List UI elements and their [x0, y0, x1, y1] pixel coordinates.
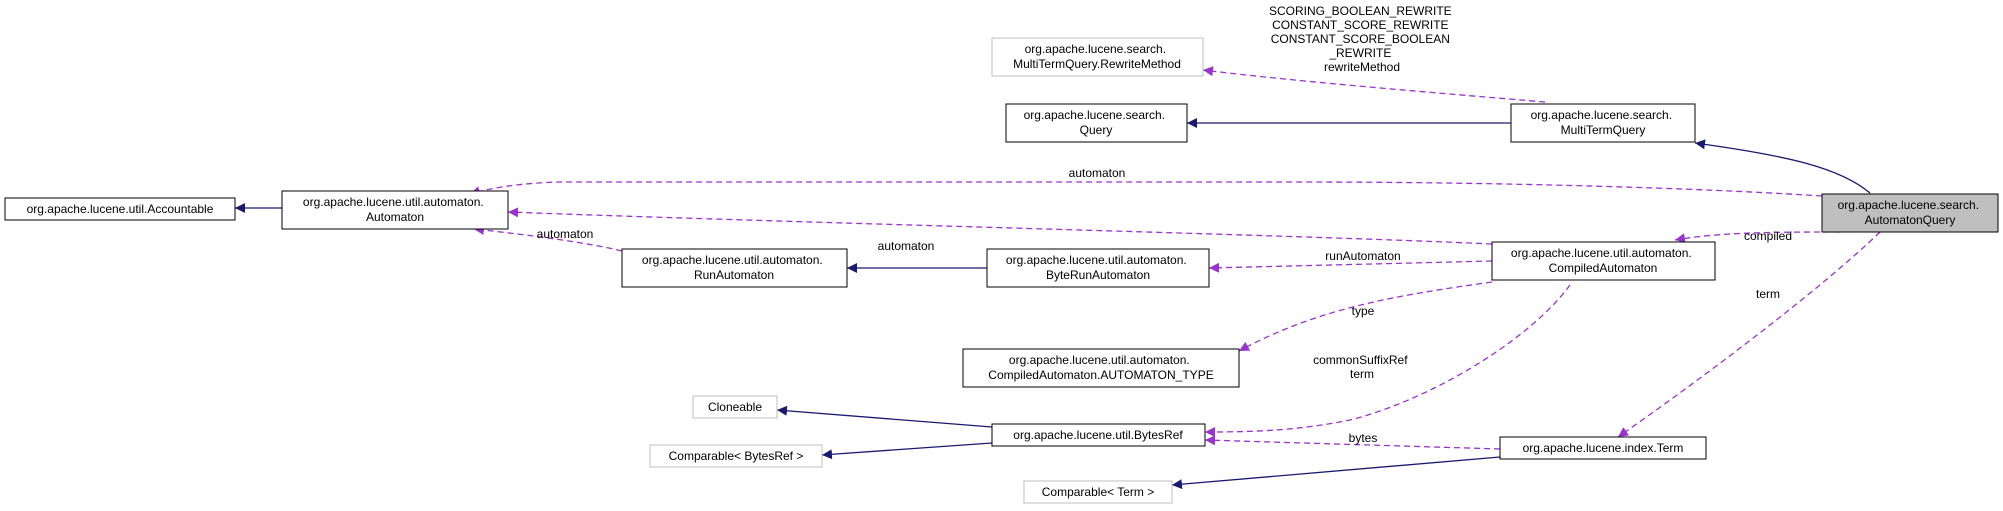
edge-label-type: type [1352, 304, 1375, 318]
edge-labels: SCORING_BOOLEAN_REWRITE CONSTANT_SCORE_R… [537, 4, 1792, 445]
node-automaton[interactable]: org.apache.lucene.util.automaton. Automa… [281, 190, 509, 230]
node-comparable-bytesref[interactable]: Comparable< BytesRef > [649, 444, 823, 468]
node-cloneable[interactable]: Cloneable [692, 395, 778, 419]
svg-text:org.apache.lucene.util.Account: org.apache.lucene.util.Accountable [27, 202, 214, 216]
svg-text:org.apache.lucene.search.: org.apache.lucene.search. MultiTermQuery… [1013, 42, 1181, 71]
edge-automatonquery-to-term [1617, 231, 1881, 438]
svg-text:org.apache.lucene.index.Term: org.apache.lucene.index.Term [1523, 441, 1684, 455]
svg-text:org.apache.lucene.search.: org.apache.lucene.search. MultiTermQuery [1531, 108, 1676, 137]
nodes: org.apache.lucene.search. MultiTermQuery… [4, 37, 1999, 504]
edge-bytesref-to-comparable-bytesref [821, 442, 993, 460]
edges [235, 66, 1881, 490]
edge-label-rewrite-method: SCORING_BOOLEAN_REWRITE CONSTANT_SCORE_R… [1269, 4, 1455, 74]
edge-compiledautomaton-to-automaton [507, 207, 1493, 245]
edge-label-compiled: compiled [1744, 229, 1792, 243]
edge-label-run-automaton: runAutomaton [1325, 249, 1400, 263]
node-query[interactable]: org.apache.lucene.search. Query [1005, 103, 1188, 143]
edge-label-common-suffix-ref: commonSuffixRef term [1313, 353, 1411, 381]
svg-text:Comparable< Term >: Comparable< Term > [1042, 485, 1155, 499]
node-comparable-term[interactable]: Comparable< Term > [1023, 480, 1173, 504]
edge-compiledautomaton-to-byterunautomaton [1208, 260, 1493, 273]
node-automaton-type[interactable]: org.apache.lucene.util.automaton. Compil… [962, 348, 1240, 388]
edge-multitermquery-to-rewritemethod [1202, 66, 1546, 103]
edge-label-bytes: bytes [1349, 431, 1378, 445]
edge-label-automaton-query: automaton [1069, 166, 1126, 180]
edge-compiledautomaton-to-bytesref [1204, 284, 1571, 437]
edge-automatonquery-to-compiledautomaton [1674, 231, 1841, 244]
svg-text:Comparable< BytesRef >: Comparable< BytesRef > [669, 449, 804, 463]
svg-text:org.apache.lucene.search.: org.apache.lucene.search. AutomatonQuery [1838, 198, 1983, 227]
svg-text:org.apache.lucene.util.BytesRe: org.apache.lucene.util.BytesRef [1013, 428, 1183, 442]
svg-text:org.apache.lucene.util.automat: org.apache.lucene.util.automaton. Automa… [303, 195, 487, 224]
node-multi-term-query[interactable]: org.apache.lucene.search. MultiTermQuery [1510, 103, 1696, 143]
svg-text:org.apache.lucene.util.automat: org.apache.lucene.util.automaton. Compil… [1511, 246, 1695, 275]
node-run-automaton[interactable]: org.apache.lucene.util.automaton. RunAut… [621, 248, 848, 288]
node-term[interactable]: org.apache.lucene.index.Term [1499, 436, 1707, 460]
edge-automatonquery-to-multitermquery [1694, 139, 1871, 194]
svg-text:org.apache.lucene.util.automat: org.apache.lucene.util.automaton. ByteRu… [1006, 253, 1190, 282]
edge-label-automaton-run: automaton [537, 227, 594, 241]
edge-compiledautomaton-to-automatontype [1238, 281, 1493, 352]
node-automaton-query[interactable]: org.apache.lucene.search. AutomatonQuery [1821, 193, 1999, 233]
node-accountable[interactable]: org.apache.lucene.util.Accountable [4, 197, 236, 221]
edge-term-to-bytesref [1204, 435, 1501, 450]
node-rewrite-method[interactable]: org.apache.lucene.search. MultiTermQuery… [991, 37, 1204, 77]
svg-text:org.apache.lucene.util.automat: org.apache.lucene.util.automaton. RunAut… [642, 253, 826, 282]
svg-text:org.apache.lucene.search.: org.apache.lucene.search. Query [1024, 108, 1169, 137]
node-bytes-ref[interactable]: org.apache.lucene.util.BytesRef [991, 423, 1206, 447]
node-compiled-automaton[interactable]: org.apache.lucene.util.automaton. Compil… [1491, 241, 1716, 281]
edge-automatonquery-to-automaton-query [469, 181, 1823, 197]
edge-label-automaton-compiled: automaton [878, 239, 935, 253]
edge-runautomaton-to-automaton [473, 225, 623, 252]
edge-label-term: term [1756, 287, 1780, 301]
node-byte-run-automaton[interactable]: org.apache.lucene.util.automaton. ByteRu… [986, 248, 1210, 288]
edge-bytesref-to-cloneable [776, 405, 993, 428]
edge-term-to-comparable-term [1171, 456, 1501, 490]
svg-text:org.apache.lucene.util.automat: org.apache.lucene.util.automaton. Compil… [988, 353, 1213, 382]
svg-text:Cloneable: Cloneable [708, 400, 762, 414]
